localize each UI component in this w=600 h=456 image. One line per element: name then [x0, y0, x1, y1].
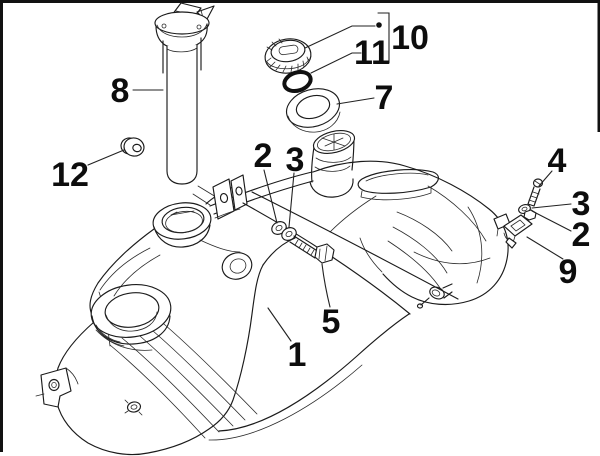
center-bolt-and-washers: [271, 221, 335, 264]
label-8: 8: [111, 72, 130, 110]
filler-gasket: [285, 88, 341, 133]
fuel-tank-body: [35, 130, 511, 456]
group-bracket: [377, 12, 390, 64]
leader-lines: [87, 12, 572, 342]
label-1: 1: [288, 336, 307, 374]
label-7: 7: [375, 79, 394, 117]
group-bullet-dot: [376, 22, 382, 28]
cap-o-ring: [282, 69, 313, 94]
grommet: [120, 137, 145, 157]
part-labels: 8 12 10 11 7 2 3 4 3 2 9 5 1: [51, 19, 590, 374]
label-10: 10: [391, 19, 429, 57]
label-2-right: 2: [572, 216, 591, 254]
label-12: 12: [51, 156, 89, 194]
right-fastener-set: [503, 178, 544, 249]
label-5: 5: [322, 303, 341, 341]
fuel-cap: [264, 38, 312, 74]
label-11: 11: [354, 34, 390, 72]
fuel-level-sender: [154, 2, 217, 206]
label-4: 4: [548, 142, 567, 180]
label-9: 9: [559, 253, 578, 291]
label-3-center: 3: [286, 141, 305, 179]
label-2-center: 2: [254, 137, 273, 175]
label-3-right: 3: [572, 185, 591, 223]
